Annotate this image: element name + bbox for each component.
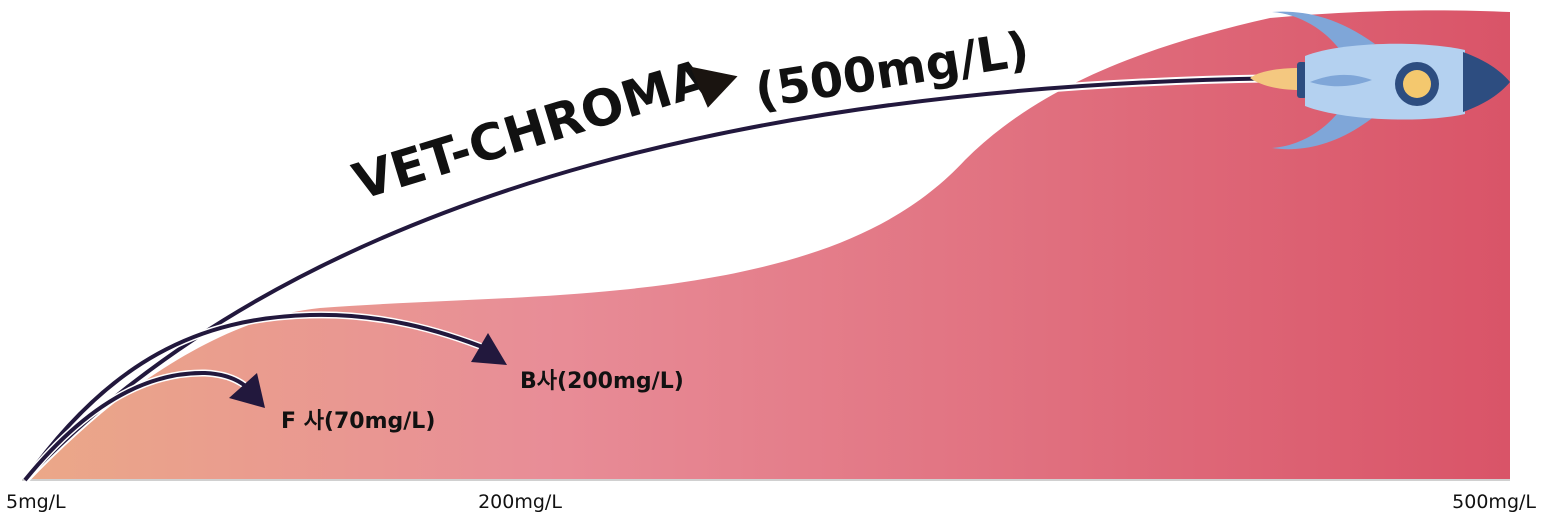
rocket-bottom-fin [1272,110,1375,150]
rocket-center-fin [1310,74,1372,87]
rocket-engine [1297,62,1307,98]
vet-chroma-trajectory [23,76,1301,482]
axis-label-mid: 200mg/L [478,491,562,513]
rocket-top-fin [1272,11,1375,50]
rocket-icon [1250,11,1510,150]
b-arrowhead [471,333,507,365]
play-triangle-icon [690,66,738,108]
rocket-nose [1463,52,1510,112]
concentration-area [25,10,1510,481]
f-trajectory [23,370,252,482]
b-trajectory [23,312,491,482]
rocket-window-glass [1403,70,1431,98]
rocket-flame [1250,68,1300,90]
b-company-label: B사(200mg/L) [520,369,684,394]
f-company-label: F 사(70mg/L) [281,409,435,434]
axis-label-left: 5mg/L [6,491,66,513]
axis-label-right: 500mg/L [1452,491,1536,513]
vet-chroma-title: VET-CHROMA [347,48,717,211]
f-arrowhead [229,373,265,408]
